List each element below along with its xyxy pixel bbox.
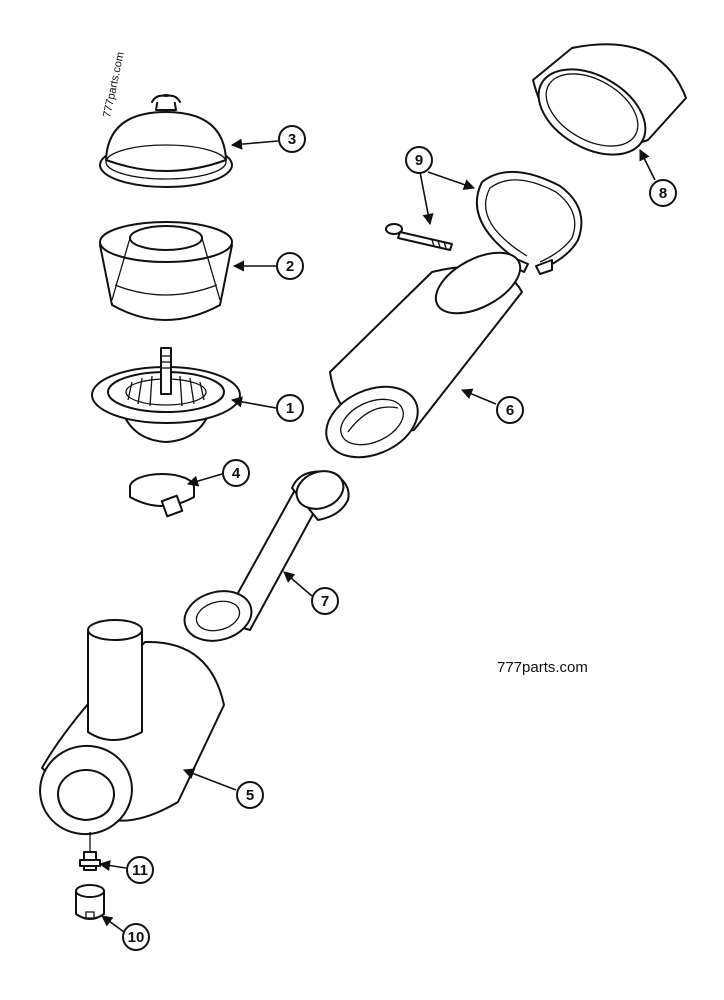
callout-1-label: 1 <box>286 400 294 417</box>
callout-7[interactable]: 7 <box>311 587 339 615</box>
part-2-bowl <box>99 221 233 321</box>
callout-1[interactable]: 1 <box>276 394 304 422</box>
callout-2-label: 2 <box>286 258 294 275</box>
callout-11[interactable]: 11 <box>126 856 154 884</box>
callout-2[interactable]: 2 <box>276 252 304 280</box>
callout-6-label: 6 <box>506 402 514 419</box>
part-6-filter-element <box>325 251 523 459</box>
callout-9[interactable]: 9 <box>405 146 433 174</box>
callout-6[interactable]: 6 <box>496 396 524 424</box>
part-5-housing <box>39 619 225 836</box>
callout-5[interactable]: 5 <box>236 781 264 809</box>
part-11-fitting <box>79 832 101 871</box>
callout-4-label: 4 <box>232 465 241 482</box>
callout-9-label: 9 <box>415 152 423 169</box>
part-9-t-bolt <box>385 223 453 251</box>
callout-3[interactable]: 3 <box>278 125 306 153</box>
callout-5-label: 5 <box>246 787 254 804</box>
part-8-sleeve <box>532 43 687 156</box>
watermark-corner: 777parts.com <box>101 51 127 119</box>
part-7-inner-tube <box>183 470 350 642</box>
callout-8-label: 8 <box>659 185 667 202</box>
leader-lines <box>98 138 656 933</box>
part-1-baffle-assembly <box>91 347 241 443</box>
part-3-top-cover <box>99 94 233 188</box>
callout-10-label: 10 <box>128 929 145 946</box>
callout-11-label: 11 <box>132 862 148 879</box>
watermark-main: 777parts.com <box>497 659 588 676</box>
callout-4[interactable]: 4 <box>222 459 250 487</box>
part-10-vacuator-valve <box>75 884 105 920</box>
callout-7-label: 7 <box>321 593 329 610</box>
callout-3-label: 3 <box>288 131 296 148</box>
part-4-hose-clamp <box>129 473 195 518</box>
callout-8[interactable]: 8 <box>649 179 677 207</box>
callout-10[interactable]: 10 <box>122 923 150 951</box>
